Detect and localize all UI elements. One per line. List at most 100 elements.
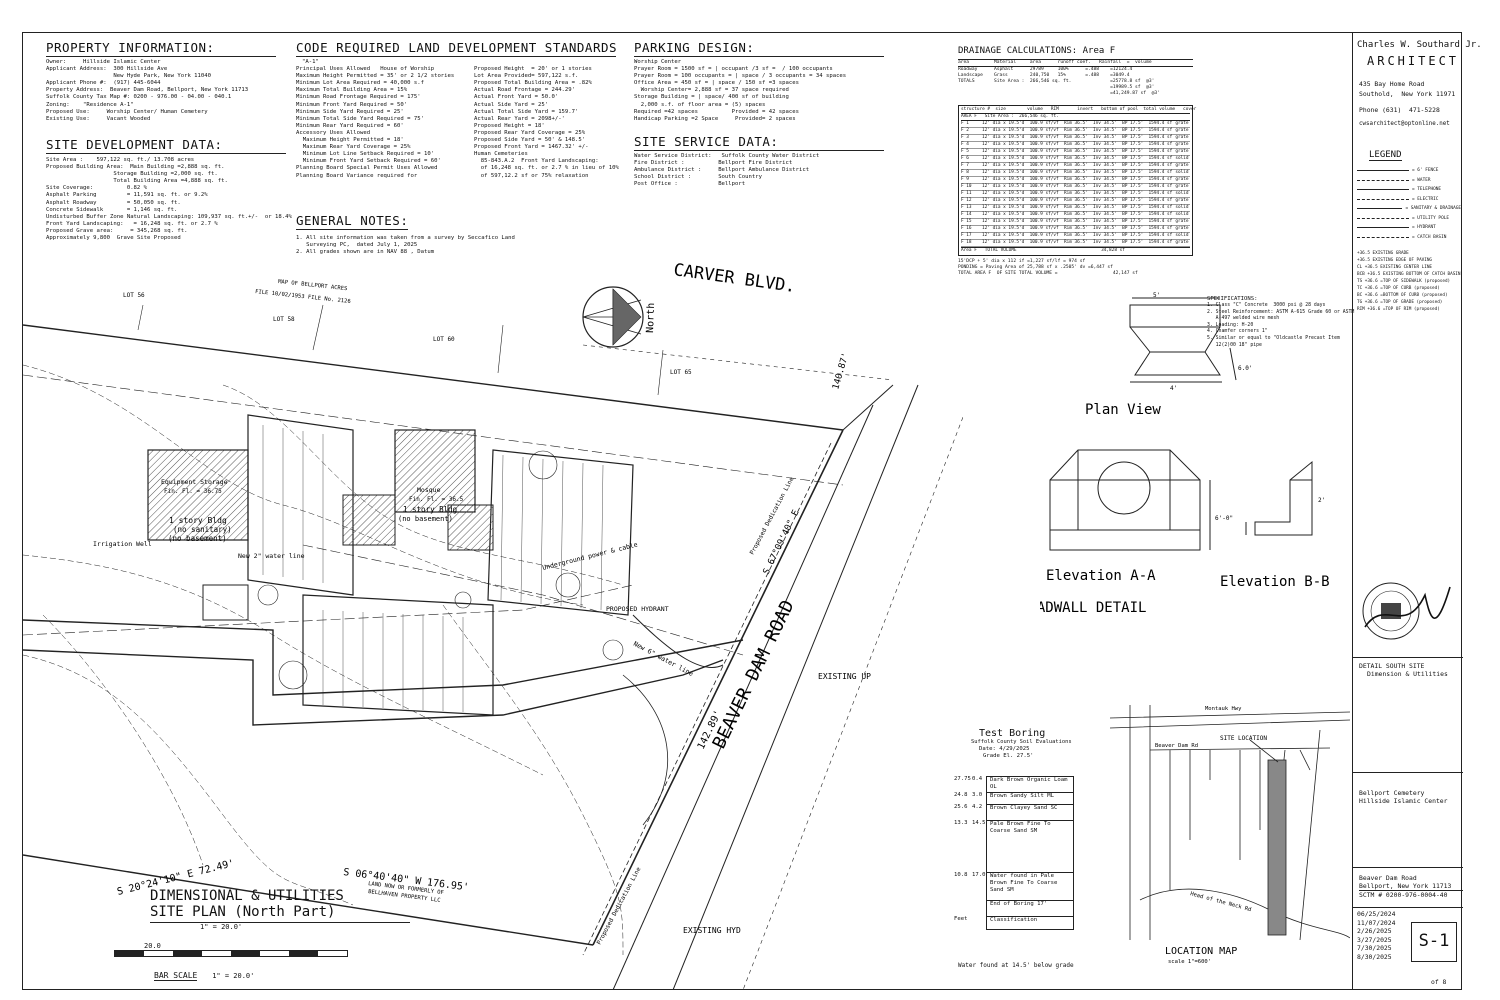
boring-description: Brown Clayey Sand SC: [987, 804, 1074, 820]
mosque-label: Mosque: [417, 486, 441, 494]
legend-line-symbol: [1357, 208, 1403, 210]
code-standard-line: Principal Uses Allowed House of Worship: [296, 66, 435, 73]
architect-email: cwsarchitect@optonline.net: [1359, 121, 1450, 127]
structure-cover: solid: [1175, 191, 1189, 196]
drainage-row: Landscape Grass 240,750 15% =.488 =3049.…: [958, 73, 1130, 78]
revision-date: 7/30/2025: [1357, 944, 1392, 953]
map-note: MAP OF BELLPORT ACRES: [278, 279, 348, 292]
code-standard-line: Minimum Total Side Yard Required = 75': [296, 115, 424, 122]
mosque-story: 1 story Bldg: [403, 505, 457, 514]
structure-id: F 17: [961, 233, 972, 238]
legend-grade-line: TG +36.6 =TOP OF GRADE (proposed): [1357, 300, 1443, 305]
structure-cover: grate: [1175, 198, 1189, 203]
boring-description: End of Boring 17': [987, 900, 1074, 916]
site-dev-line: Site Coverage: 0.82 %: [46, 185, 148, 192]
elevation-a-body: [1049, 479, 1201, 551]
specification-line: 5. Similar or equal to "Oldcastle Precas…: [1207, 336, 1340, 342]
site-dev-line: Proposed Grave area: = 345,268 sq. ft.: [46, 227, 188, 234]
structure-id: F 8: [961, 170, 969, 175]
equipment-storage-building: [147, 449, 249, 541]
structure-cell: 12' dia x 19.5'd 100.9 sf/vf Rim 36.5' I…: [982, 233, 1173, 238]
site-location-label: SITE LOCATION: [1220, 735, 1267, 742]
property-line: Zoning: "Residence A-1": [46, 101, 134, 108]
boring-sub: Suffolk County Soil Evaluations: [971, 739, 1072, 745]
equipment-label: Equipment Storage: [161, 478, 228, 486]
code-standard-line: Planning Board Variance required for: [296, 172, 418, 179]
site-dev-line: Storage Building =2,000 sq. ft.: [46, 171, 218, 178]
specification-line: 3. Loading: H-20: [1207, 322, 1254, 328]
site-service-data: SITE SERVICE DATA: Water Service Distric…: [634, 134, 884, 188]
structure-table-head: structure # size volume RIM invert botto…: [961, 107, 1197, 114]
parking-line: Storage Building = | space/ 400 sf of bu…: [634, 94, 789, 101]
code-standard-line: Planning Board Special Permit Uses Allow…: [296, 165, 438, 172]
legend-item: = UTILITY POLE: [1357, 214, 1461, 224]
north-property-line: [23, 324, 844, 431]
structure-id: F 6: [961, 156, 969, 161]
code-standard-line: Maximum Height Permitted = 35' or 2 1/2 …: [296, 73, 455, 80]
legend-grade-line: CL +36.5 EXISTING CENTER LINE: [1357, 265, 1433, 270]
property-line: New Hyde Park, New York 11040: [46, 73, 212, 80]
legend-label: = UTILITY POLE: [1412, 215, 1450, 221]
structure-cell: 12' dia x 19.5'd 100.9 sf/vf Rim 36.5' I…: [982, 170, 1173, 175]
drawing-sheet: [22, 32, 1462, 990]
legend-label: = WATER: [1412, 177, 1431, 183]
specification-line: 4. Chamfer corners 1": [1207, 329, 1268, 335]
address-cell: Beaver Dam Road Bellport, New York 11713…: [1353, 867, 1463, 907]
property-line: Applicant Address: 300 Hillside Ave: [46, 66, 168, 73]
dedication-line: [582, 442, 832, 956]
code-standard-line: Accessory Uses Allowed: [296, 129, 371, 136]
legend-line-symbol: [1357, 217, 1409, 219]
mosque-ff: Fin. Fl. = 36.5: [409, 496, 464, 503]
drainage-row: Roadway Asphalt 29789 100% =.488 =12124.…: [958, 67, 1133, 72]
scale-note: 1" = 20.0': [200, 923, 243, 931]
structure-cover: grate: [1175, 163, 1189, 168]
structure-table-sub: AREA F Site Area : 266,546 sq. ft.: [961, 114, 1190, 121]
boring-elevation: 24.8: [954, 792, 968, 798]
dim-height: 6'-0": [1215, 515, 1233, 522]
boring-grade: Grade El. 27.5': [983, 753, 1034, 760]
boring-date: Date: 4/29/2025: [979, 746, 1030, 753]
test-boring: Test Boring Suffolk County Soil Evaluati…: [955, 728, 1075, 760]
bar-scale: 20.0 BAR SCALE 1" = 20.0': [114, 942, 348, 981]
site-development-data: SITE DEVELOPMENT DATA: Site Area : 597,1…: [46, 137, 292, 242]
drainage-title: DRAINAGE CALCULATIONS: Area F: [958, 46, 1116, 56]
site-dev-line: Asphalt Parking = 11,591 sq. ft. or 9.2%: [46, 192, 208, 199]
drainage-footer-line: 15'DCP + 5' dia x 112 if =1,227 sf/lf = …: [958, 259, 1086, 264]
specifications: SPECIFICATIONS: 1. Class "C" Concrete 30…: [1207, 296, 1354, 349]
code-provided-line: of 16,248 sq. ft. or 2.7 % in lieu of 10…: [474, 165, 619, 172]
legend-label: = 6' FENCE: [1412, 168, 1439, 174]
elevation-b-label: Elevation B-B: [1220, 574, 1330, 590]
structure-id: F 18: [961, 240, 972, 245]
structure-cell: 12' dia x 19.5'd 100.9 sf/vf Rim 36.5' I…: [982, 240, 1173, 245]
site-plan: CARVER BLVD. BEAVER DAM ROAD North MAP O…: [23, 260, 963, 990]
bar-scale-value: 1" = 20.0': [212, 972, 255, 980]
site-location-marker: [1267, 759, 1287, 936]
code-standard-line: Minimum Side Yard Required = 25': [296, 108, 404, 115]
structure-id: F 1: [961, 121, 969, 126]
site-dev-line: Approximately 9,800 Grave Site Proposed: [46, 235, 181, 242]
boring-layer: End of Boring 17': [954, 900, 1074, 916]
structure-id: F 9: [961, 177, 969, 182]
code-provided-line: of 597,12.2 sf or 75% relaxation: [474, 172, 589, 179]
boring-depth: 17.0: [972, 872, 987, 900]
boring-depth: 3.0: [972, 792, 987, 804]
code-standards: CODE REQUIRED LAND DEVELOPMENT STANDARDS…: [296, 40, 619, 180]
lot-60: LOT 60: [433, 336, 455, 343]
location-map-title: LOCATION MAP: [1165, 946, 1237, 957]
parking-area-south: [302, 594, 494, 716]
parking-line: Prayer Room = 100 occupants = | space / …: [634, 73, 847, 80]
structure-row: F 17 12' dia x 19.5'd 100.9 sf/vf Rim 36.…: [961, 233, 1190, 240]
dim-north: 140.87': [831, 352, 851, 391]
structure-cover: grate: [1175, 177, 1189, 182]
service-line: Fire District : Bellport Fire District: [634, 160, 793, 167]
file-note: FILE 10/02/1953 FILE No. 2126: [255, 289, 351, 305]
